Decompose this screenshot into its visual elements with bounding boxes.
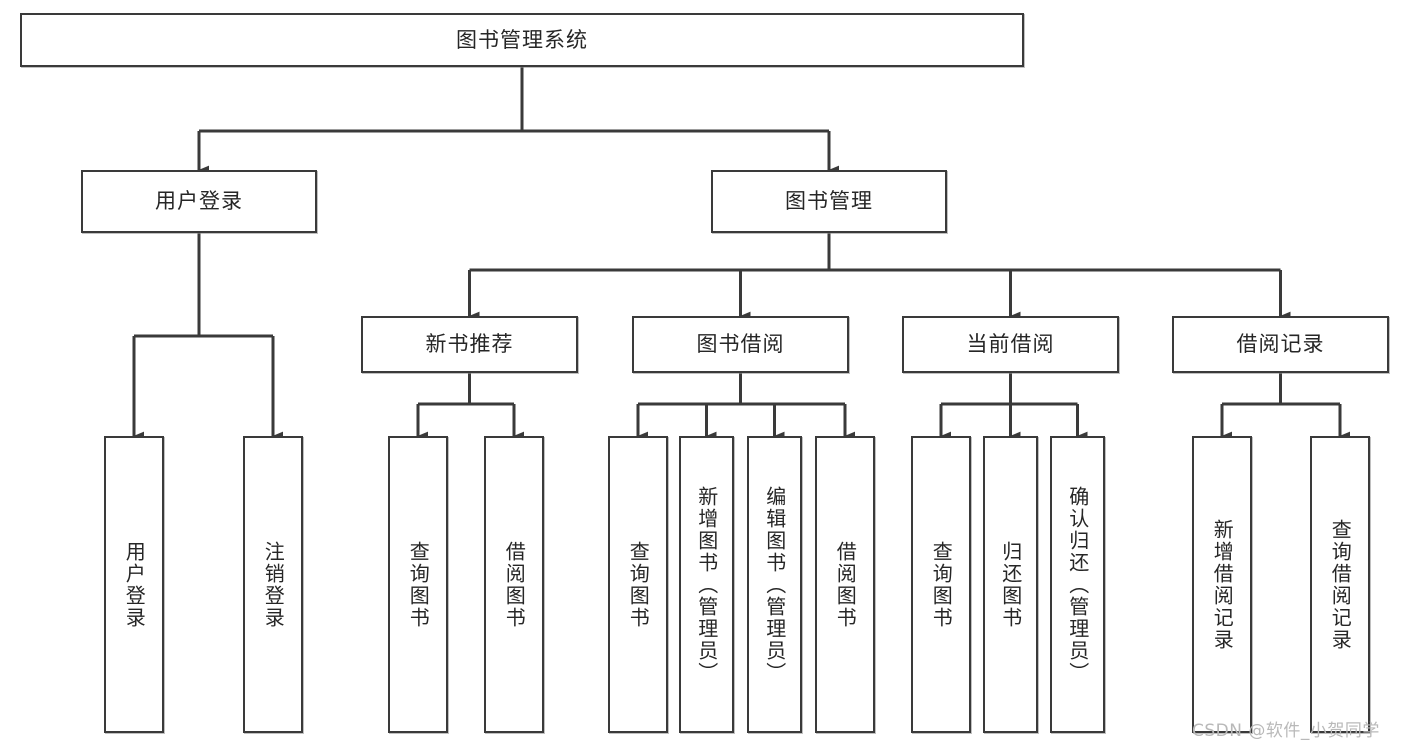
node-l-bk-query[interactable]: 查询图书 bbox=[608, 436, 668, 733]
node-label: 查询图书 bbox=[406, 540, 431, 629]
node-record[interactable]: 借阅记录 bbox=[1172, 316, 1389, 373]
node-label: 借阅图书 bbox=[833, 540, 858, 629]
node-label: 新书推荐 bbox=[425, 332, 514, 356]
node-l-nb-query[interactable]: 查询图书 bbox=[388, 436, 448, 733]
node-label: 借阅图书 bbox=[502, 540, 527, 629]
node-label: 图书管理系统 bbox=[456, 27, 588, 52]
node-newbook[interactable]: 新书推荐 bbox=[361, 316, 578, 373]
node-l-bk-borrow[interactable]: 借阅图书 bbox=[815, 436, 875, 733]
node-label: 当前借阅 bbox=[966, 332, 1055, 356]
node-label: 确认归还（管理员） bbox=[1065, 485, 1090, 684]
node-l-cu-query[interactable]: 查询图书 bbox=[911, 436, 971, 733]
node-label: 归还图书 bbox=[998, 540, 1023, 629]
node-label: 用户登录 bbox=[155, 189, 243, 213]
node-label: 新增图书（管理员） bbox=[694, 485, 719, 684]
node-l-rc-query[interactable]: 查询借阅记录 bbox=[1310, 436, 1370, 733]
node-borrow[interactable]: 图书借阅 bbox=[632, 316, 849, 373]
node-label: 图书管理 bbox=[785, 189, 873, 213]
node-l-nb-borrow[interactable]: 借阅图书 bbox=[484, 436, 544, 733]
edge-group bbox=[132, 67, 1350, 441]
node-l-cu-confirm[interactable]: 确认归还（管理员） bbox=[1050, 436, 1105, 733]
node-label: 查询借阅记录 bbox=[1328, 518, 1353, 651]
node-label: 图书借阅 bbox=[696, 332, 785, 356]
node-label: 查询图书 bbox=[929, 540, 954, 629]
node-bookmgr[interactable]: 图书管理 bbox=[711, 170, 947, 233]
node-l-bk-add[interactable]: 新增图书（管理员） bbox=[679, 436, 734, 733]
node-l-login[interactable]: 用户登录 bbox=[104, 436, 164, 733]
node-label: 编辑图书（管理员） bbox=[762, 485, 787, 684]
node-label: 借阅记录 bbox=[1236, 332, 1325, 356]
node-label: 用户登录 bbox=[122, 540, 147, 629]
node-label: 注销登录 bbox=[261, 540, 286, 629]
node-login[interactable]: 用户登录 bbox=[81, 170, 317, 233]
node-current[interactable]: 当前借阅 bbox=[902, 316, 1119, 373]
node-l-cu-return[interactable]: 归还图书 bbox=[983, 436, 1038, 733]
node-l-logout[interactable]: 注销登录 bbox=[243, 436, 303, 733]
node-l-rc-add[interactable]: 新增借阅记录 bbox=[1192, 436, 1252, 733]
node-root[interactable]: 图书管理系统 bbox=[20, 13, 1024, 67]
node-label: 新增借阅记录 bbox=[1210, 518, 1235, 651]
node-label: 查询图书 bbox=[626, 540, 651, 629]
node-l-bk-edit[interactable]: 编辑图书（管理员） bbox=[747, 436, 802, 733]
